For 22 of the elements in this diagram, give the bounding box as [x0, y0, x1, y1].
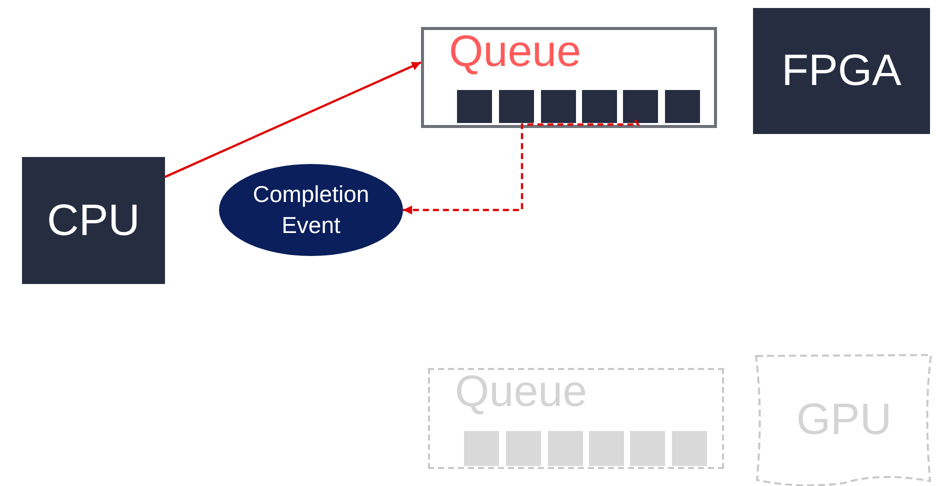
queue-slot [548, 431, 583, 466]
queue-slot [464, 431, 499, 466]
dashed-arrow [403, 119, 640, 214]
queue-slot [499, 90, 534, 123]
queue-slot [589, 431, 624, 466]
processor-label: FPGA [782, 46, 902, 96]
queue-slot [582, 90, 617, 123]
queue-box [421, 27, 717, 128]
queue-label: Queue [449, 28, 582, 76]
queue-slot [623, 90, 658, 123]
processor-box [22, 157, 165, 284]
queue-slot [665, 90, 700, 123]
queue-box [428, 368, 724, 469]
queue-slot [541, 90, 576, 123]
processor-label: CPU [47, 196, 140, 246]
queue-slot [672, 431, 707, 466]
queue-slot [630, 431, 665, 466]
event-label: Completion Event [252, 180, 370, 240]
processor-box [753, 8, 930, 134]
arrow [164, 61, 422, 178]
queue-slot [506, 431, 541, 466]
queue-slot [457, 90, 492, 123]
